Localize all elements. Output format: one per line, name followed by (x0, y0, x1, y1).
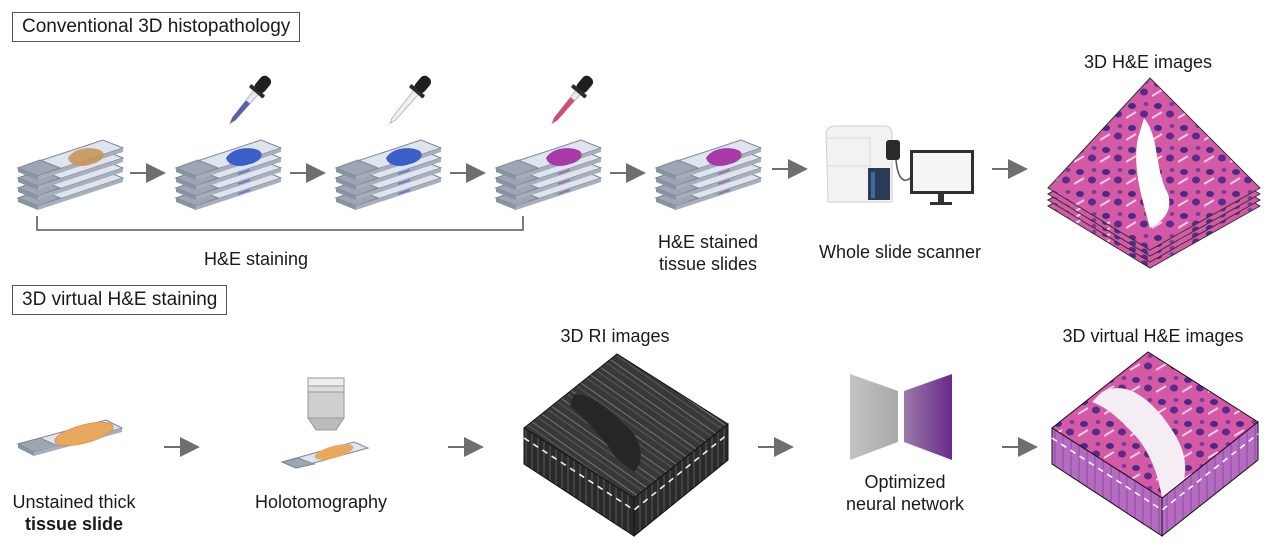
scanner-label: Whole slide scanner (818, 242, 982, 262)
arrow-icon (1002, 437, 1038, 457)
arrow-icon (448, 437, 484, 457)
unstained-slide-stack (18, 140, 128, 215)
arrow-icon (772, 159, 808, 179)
eosin-slide-stack (496, 140, 606, 215)
holotomography-label: Holotomography (254, 492, 388, 512)
neural-network-icon (850, 374, 952, 460)
he-images-title: 3D H&E images (1083, 52, 1213, 72)
he-stained-slides-label: H&E stained tissue slides (657, 232, 759, 274)
virtual-he-image-cube (1051, 351, 1259, 538)
he-stained-slide-stack (656, 140, 766, 215)
ri-images-title: 3D RI images (560, 326, 670, 346)
he-image-stack (1046, 77, 1262, 269)
unstained-thick-slide-label: Unstained thick tissue slide (12, 492, 136, 534)
ri-image-cube (523, 353, 729, 538)
staining-bracket (36, 216, 524, 231)
he-staining-label: H&E staining (203, 249, 309, 269)
eosin-dropper-icon (551, 75, 594, 125)
whole-slide-scanner-icon (825, 125, 974, 205)
rinse-dropper-icon (389, 75, 432, 125)
unstained-thick-slide-icon (16, 419, 124, 456)
arrow-icon (290, 163, 326, 183)
virtual-section-title: 3D virtual H&E staining (12, 285, 228, 315)
arrow-icon (164, 437, 200, 457)
conventional-section-title: Conventional 3D histopathology (12, 12, 301, 42)
hematoxylin-dropper-icon (229, 75, 272, 125)
arrow-icon (758, 437, 794, 457)
hematoxylin-slide-stack (176, 140, 286, 215)
holotomography-objective-icon (280, 377, 370, 469)
arrow-icon (130, 163, 166, 183)
arrow-icon (610, 163, 646, 183)
arrow-icon (450, 163, 486, 183)
arrow-icon (992, 159, 1028, 179)
virtual-he-images-title: 3D virtual H&E images (1062, 326, 1244, 346)
neural-network-label: Optimized neural network (845, 472, 965, 514)
rinsed-slide-stack (336, 140, 446, 215)
